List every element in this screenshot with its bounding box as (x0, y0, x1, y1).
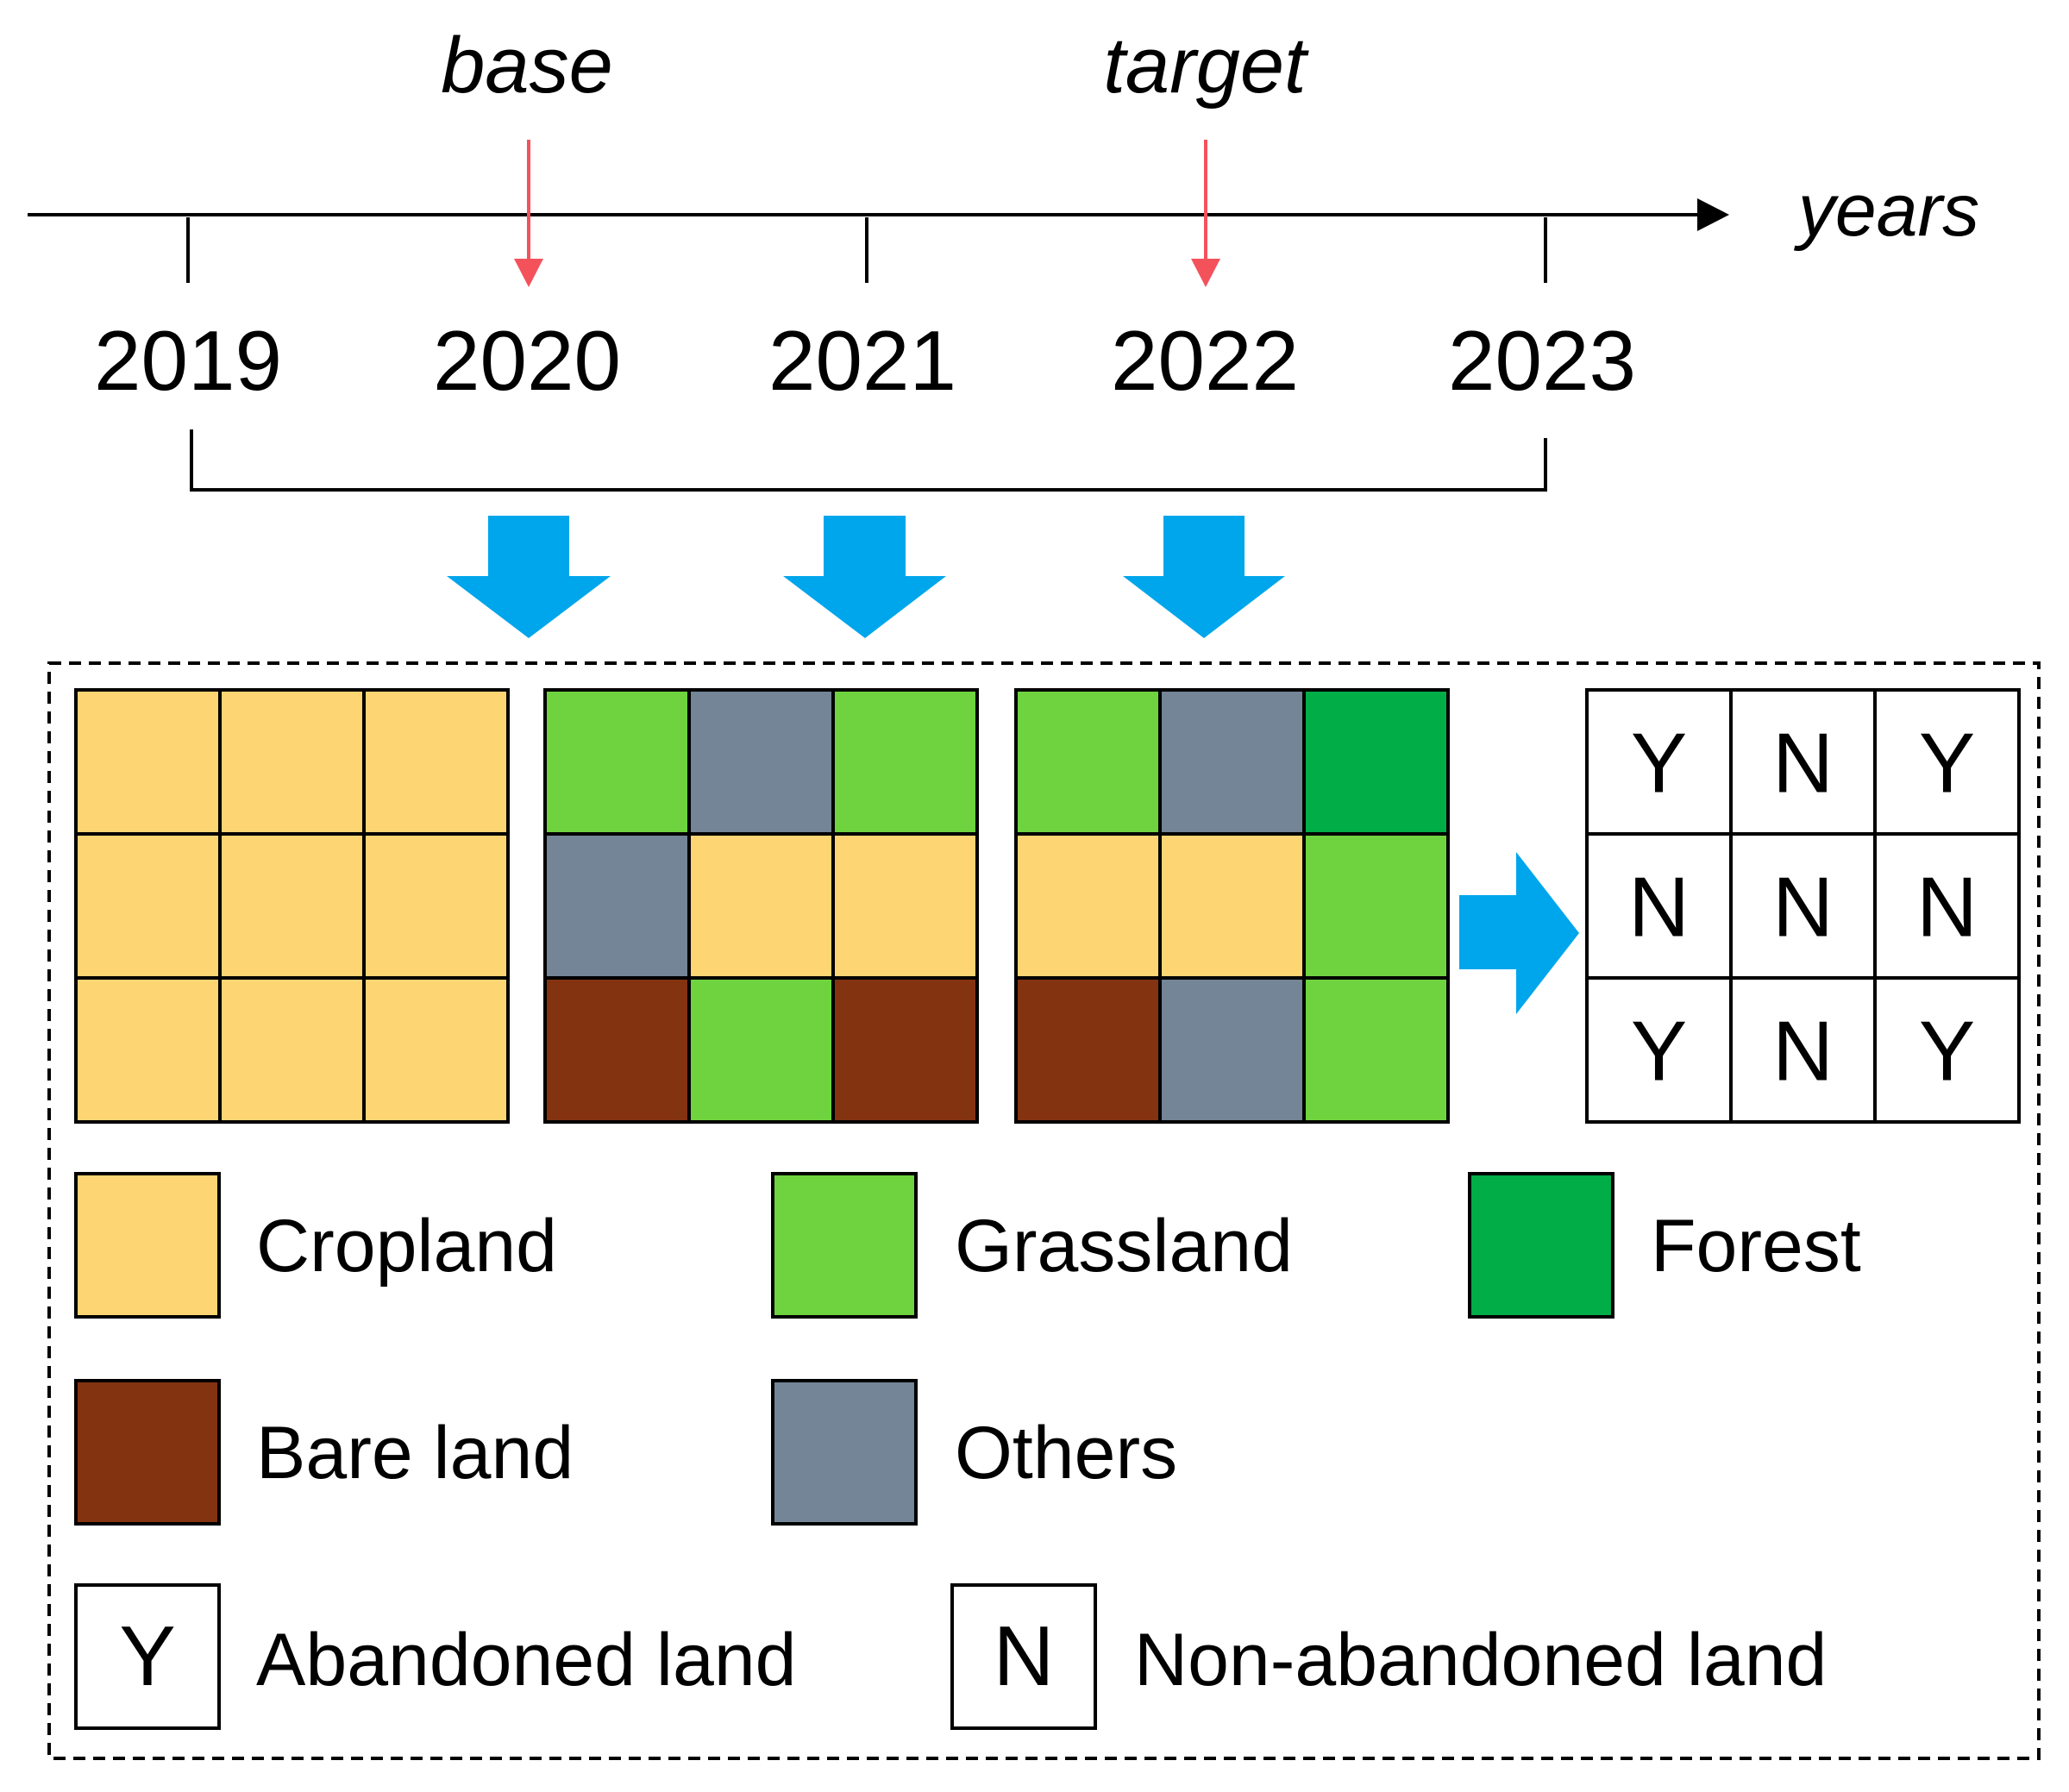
legend-swatch-grassland (771, 1172, 918, 1319)
grid-cell-others (687, 688, 835, 836)
target-label: target (1103, 22, 1309, 110)
result-cell (1873, 976, 2021, 1124)
legend-swatch-others (771, 1379, 918, 1526)
legend: Cropland Grassland Forest Bare land Othe… (74, 1172, 1861, 1730)
year-label-2023: 2023 (1448, 313, 1636, 408)
legend-swatch-bare-land (74, 1379, 221, 1526)
legend-item-abandoned: Y Abandoned land (74, 1583, 796, 1730)
grid-cell-cropland (362, 832, 510, 980)
year-label-2019: 2019 (94, 313, 282, 408)
target-marker-arrow (1191, 140, 1220, 287)
year-label-2022: 2022 (1111, 313, 1299, 408)
result-symbol-abandoned: Y (1631, 1004, 1687, 1099)
result-symbol-abandoned: Y (1919, 716, 1975, 811)
flow-arrows (447, 516, 1579, 1014)
legend-item-non-abandoned: N Non-abandoned land (950, 1583, 1827, 1730)
grid-cell-cropland (831, 832, 979, 980)
grid-cell-cropland (1014, 832, 1162, 980)
down-arrow-3 (1123, 516, 1285, 638)
year-range-bracket (190, 429, 1547, 492)
legend-swatch-abandoned (74, 1583, 221, 1730)
grid-cell-cropland (218, 688, 366, 836)
grid-cell-cropland (74, 688, 222, 836)
legend-item-forest: Forest (1468, 1172, 1861, 1319)
legend-label-abandoned: Abandoned land (256, 1619, 796, 1701)
year-label-2020: 2020 (433, 313, 621, 408)
legend-item-others: Others (771, 1379, 1177, 1526)
grid-target-year (1014, 688, 1450, 1124)
result-symbol-non-abandoned: N (1772, 860, 1834, 955)
legend-label-bare-land: Bare land (256, 1412, 574, 1494)
grid-cell-cropland (218, 976, 366, 1124)
result-cell (1729, 688, 1877, 836)
grid-cell-cropland (687, 832, 835, 980)
right-arrow (1459, 852, 1579, 1014)
grid-cell-cropland (1158, 832, 1306, 980)
result-symbol-non-abandoned: N (1772, 716, 1834, 811)
legend-swatch-forest (1468, 1172, 1614, 1319)
result-symbol-non-abandoned: N (1628, 860, 1690, 955)
base-label: base (441, 22, 613, 110)
down-arrow-1 (447, 516, 611, 638)
timeline: years 2019 2020 2021 2022 2023 base targ… (28, 22, 1979, 492)
grid-base-year (74, 688, 510, 1124)
grid-cell-cropland (362, 976, 510, 1124)
grid-cell-grassland (687, 976, 835, 1124)
result-symbol-abandoned: Y (1631, 716, 1687, 811)
down-arrow-2 (783, 516, 946, 638)
grid-cell-bare-land (543, 976, 691, 1124)
legend-swatch-non-abandoned (950, 1583, 1097, 1730)
grid-cell-bare-land (1014, 976, 1162, 1124)
legend-label-cropland: Cropland (256, 1205, 557, 1288)
result-symbol-abandoned: Y (1919, 1004, 1975, 1099)
grid-cell-others (1158, 688, 1306, 836)
result-symbol-non-abandoned: N (1772, 1004, 1834, 1099)
legend-label-non-abandoned: Non-abandoned land (1134, 1619, 1827, 1701)
grid-cell-cropland (74, 976, 222, 1124)
legend-symbol-abandoned: Y (119, 1608, 175, 1703)
land-use-grids (74, 688, 1450, 1124)
grid-cell-grassland (543, 688, 691, 836)
result-cell (1585, 832, 1733, 980)
result-symbol-non-abandoned: N (1916, 860, 1978, 955)
grid-cell-cropland (74, 832, 222, 980)
grid-cell-others (1158, 976, 1306, 1124)
grid-middle-year (543, 688, 979, 1124)
legend-item-bare-land: Bare land (74, 1379, 574, 1526)
legend-label-forest: Forest (1651, 1205, 1861, 1288)
grid-cell-grassland (831, 688, 979, 836)
legend-label-others: Others (955, 1412, 1177, 1494)
grid-cell-grassland (1014, 688, 1162, 836)
legend-item-grassland: Grassland (771, 1172, 1293, 1319)
result-cell (1585, 688, 1733, 836)
axis-label-years: years (1794, 169, 1979, 252)
legend-swatch-cropland (74, 1172, 221, 1319)
result-cell (1873, 688, 2021, 836)
grid-cell-grassland (1302, 832, 1450, 980)
legend-label-grassland: Grassland (955, 1205, 1293, 1288)
grid-cell-cropland (362, 688, 510, 836)
grid-cell-others (543, 832, 691, 980)
result-cell (1873, 832, 2021, 980)
grid-cell-forest (1302, 688, 1450, 836)
grid-cell-cropland (218, 832, 366, 980)
legend-symbol-non-abandoned: N (994, 1608, 1055, 1703)
base-marker-arrow (514, 140, 543, 287)
result-cell (1729, 832, 1877, 980)
year-label-2021: 2021 (768, 313, 956, 408)
legend-item-cropland: Cropland (74, 1172, 557, 1319)
timeline-arrowhead (1697, 198, 1729, 231)
legend-container (47, 661, 2041, 1760)
grid-cell-grassland (1302, 976, 1450, 1124)
grid-cell-bare-land (831, 976, 979, 1124)
result-cell (1729, 976, 1877, 1124)
